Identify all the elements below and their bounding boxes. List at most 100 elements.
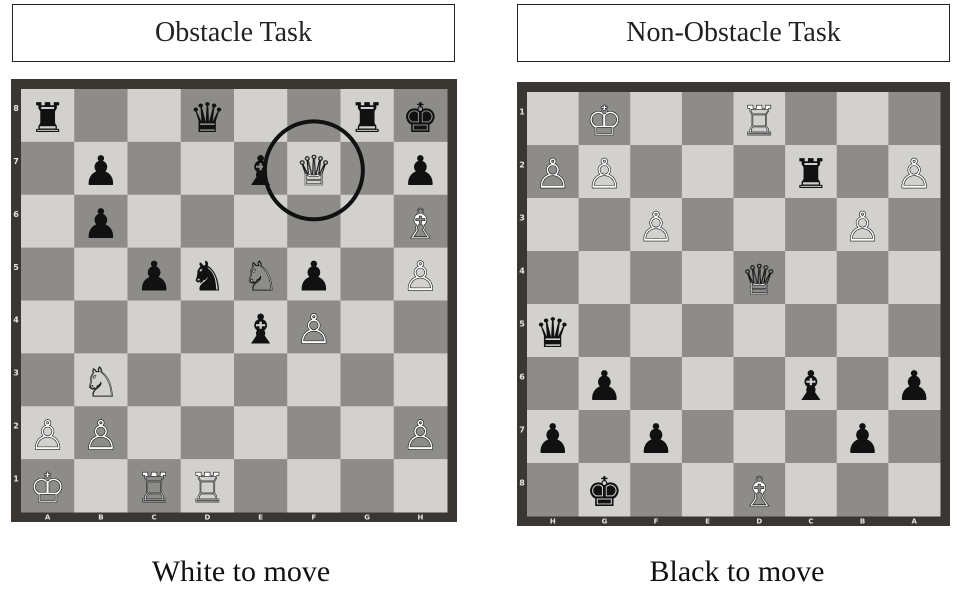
square-G3[interactable] bbox=[341, 353, 395, 406]
square-B5[interactable] bbox=[837, 304, 889, 358]
black-pawn-c5[interactable]: ♟ bbox=[136, 253, 173, 301]
square-E7[interactable] bbox=[682, 410, 734, 464]
square-F3[interactable] bbox=[287, 353, 341, 406]
white-pawn-a2[interactable]: ♙ bbox=[29, 411, 66, 459]
square-A5[interactable] bbox=[21, 248, 75, 301]
white-pawn-h2[interactable]: ♙ bbox=[534, 150, 571, 198]
white-bishop-d8[interactable]: ♗ bbox=[741, 468, 778, 516]
square-H1[interactable] bbox=[527, 92, 579, 146]
square-B8[interactable] bbox=[74, 89, 128, 142]
square-D3[interactable] bbox=[181, 353, 235, 406]
square-B4[interactable] bbox=[74, 301, 128, 354]
black-pawn-g6[interactable]: ♟ bbox=[586, 362, 623, 410]
black-queen-h5[interactable]: ♛ bbox=[534, 309, 571, 357]
black-pawn-h7[interactable]: ♟ bbox=[402, 147, 439, 195]
square-D5[interactable] bbox=[734, 304, 786, 358]
white-knight-e5[interactable]: ♘ bbox=[242, 253, 279, 301]
white-queen-f7[interactable]: ♕ bbox=[295, 147, 332, 195]
white-pawn-f3[interactable]: ♙ bbox=[638, 203, 675, 251]
square-D7[interactable] bbox=[734, 410, 786, 464]
square-D6[interactable] bbox=[734, 357, 786, 411]
square-D3[interactable] bbox=[734, 198, 786, 252]
square-G5[interactable] bbox=[341, 248, 395, 301]
white-pawn-h5[interactable]: ♙ bbox=[402, 253, 439, 301]
white-pawn-a2[interactable]: ♙ bbox=[896, 150, 933, 198]
square-E2[interactable] bbox=[234, 406, 288, 459]
square-A8[interactable] bbox=[888, 463, 940, 517]
square-E2[interactable] bbox=[682, 145, 734, 199]
square-D7[interactable] bbox=[181, 142, 235, 195]
square-C5[interactable] bbox=[785, 304, 837, 358]
square-G4[interactable] bbox=[579, 251, 631, 305]
square-E4[interactable] bbox=[682, 251, 734, 305]
square-A6[interactable] bbox=[21, 195, 75, 248]
black-rook-c2[interactable]: ♜ bbox=[793, 150, 830, 198]
black-pawn-b7[interactable]: ♟ bbox=[844, 415, 881, 463]
white-king-a1[interactable]: ♔ bbox=[29, 464, 66, 512]
square-F8[interactable] bbox=[630, 463, 682, 517]
square-F5[interactable] bbox=[630, 304, 682, 358]
square-H4[interactable] bbox=[394, 301, 448, 354]
square-F6[interactable] bbox=[287, 195, 341, 248]
square-D2[interactable] bbox=[734, 145, 786, 199]
square-A4[interactable] bbox=[21, 301, 75, 354]
white-queen-d4[interactable]: ♕ bbox=[741, 256, 778, 304]
square-G7[interactable] bbox=[341, 142, 395, 195]
black-pawn-f5[interactable]: ♟ bbox=[295, 253, 332, 301]
square-B5[interactable] bbox=[74, 248, 128, 301]
square-E3[interactable] bbox=[682, 198, 734, 252]
black-knight-d5[interactable]: ♞ bbox=[189, 253, 226, 301]
square-F1[interactable] bbox=[287, 459, 341, 512]
square-G2[interactable] bbox=[341, 406, 395, 459]
square-F2[interactable] bbox=[287, 406, 341, 459]
white-rook-d1[interactable]: ♖ bbox=[741, 97, 778, 145]
square-C7[interactable] bbox=[785, 410, 837, 464]
square-A3[interactable] bbox=[888, 198, 940, 252]
black-pawn-b7[interactable]: ♟ bbox=[82, 147, 119, 195]
square-C8[interactable] bbox=[128, 89, 182, 142]
square-F8[interactable] bbox=[287, 89, 341, 142]
square-H4[interactable] bbox=[527, 251, 579, 305]
square-H8[interactable] bbox=[527, 463, 579, 517]
square-H3[interactable] bbox=[527, 198, 579, 252]
square-E8[interactable] bbox=[682, 463, 734, 517]
square-G5[interactable] bbox=[579, 304, 631, 358]
square-C1[interactable] bbox=[785, 92, 837, 146]
black-rook-g8[interactable]: ♜ bbox=[349, 94, 386, 142]
white-pawn-f4[interactable]: ♙ bbox=[295, 306, 332, 354]
square-F1[interactable] bbox=[630, 92, 682, 146]
square-C3[interactable] bbox=[128, 353, 182, 406]
white-bishop-h6[interactable]: ♗ bbox=[402, 200, 439, 248]
square-B4[interactable] bbox=[837, 251, 889, 305]
square-E3[interactable] bbox=[234, 353, 288, 406]
square-G3[interactable] bbox=[579, 198, 631, 252]
square-C8[interactable] bbox=[785, 463, 837, 517]
square-G1[interactable] bbox=[341, 459, 395, 512]
square-A7[interactable] bbox=[21, 142, 75, 195]
black-king-g8[interactable]: ♚ bbox=[586, 468, 623, 516]
square-E6[interactable] bbox=[682, 357, 734, 411]
square-B2[interactable] bbox=[837, 145, 889, 199]
white-pawn-g2[interactable]: ♙ bbox=[586, 150, 623, 198]
white-pawn-h2[interactable]: ♙ bbox=[402, 411, 439, 459]
square-D4[interactable] bbox=[181, 301, 235, 354]
square-H6[interactable] bbox=[527, 357, 579, 411]
square-B8[interactable] bbox=[837, 463, 889, 517]
square-F2[interactable] bbox=[630, 145, 682, 199]
square-A4[interactable] bbox=[888, 251, 940, 305]
square-A3[interactable] bbox=[21, 353, 75, 406]
square-C2[interactable] bbox=[128, 406, 182, 459]
square-C7[interactable] bbox=[128, 142, 182, 195]
square-A5[interactable] bbox=[888, 304, 940, 358]
square-G7[interactable] bbox=[579, 410, 631, 464]
square-A7[interactable] bbox=[888, 410, 940, 464]
black-pawn-b6[interactable]: ♟ bbox=[82, 200, 119, 248]
white-pawn-b3[interactable]: ♙ bbox=[844, 203, 881, 251]
black-king-h8[interactable]: ♚ bbox=[402, 94, 439, 142]
black-pawn-a6[interactable]: ♟ bbox=[896, 362, 933, 410]
white-knight-b3[interactable]: ♘ bbox=[82, 358, 119, 406]
square-H3[interactable] bbox=[394, 353, 448, 406]
square-B1[interactable] bbox=[74, 459, 128, 512]
square-C4[interactable] bbox=[128, 301, 182, 354]
black-rook-a8[interactable]: ♜ bbox=[29, 94, 66, 142]
